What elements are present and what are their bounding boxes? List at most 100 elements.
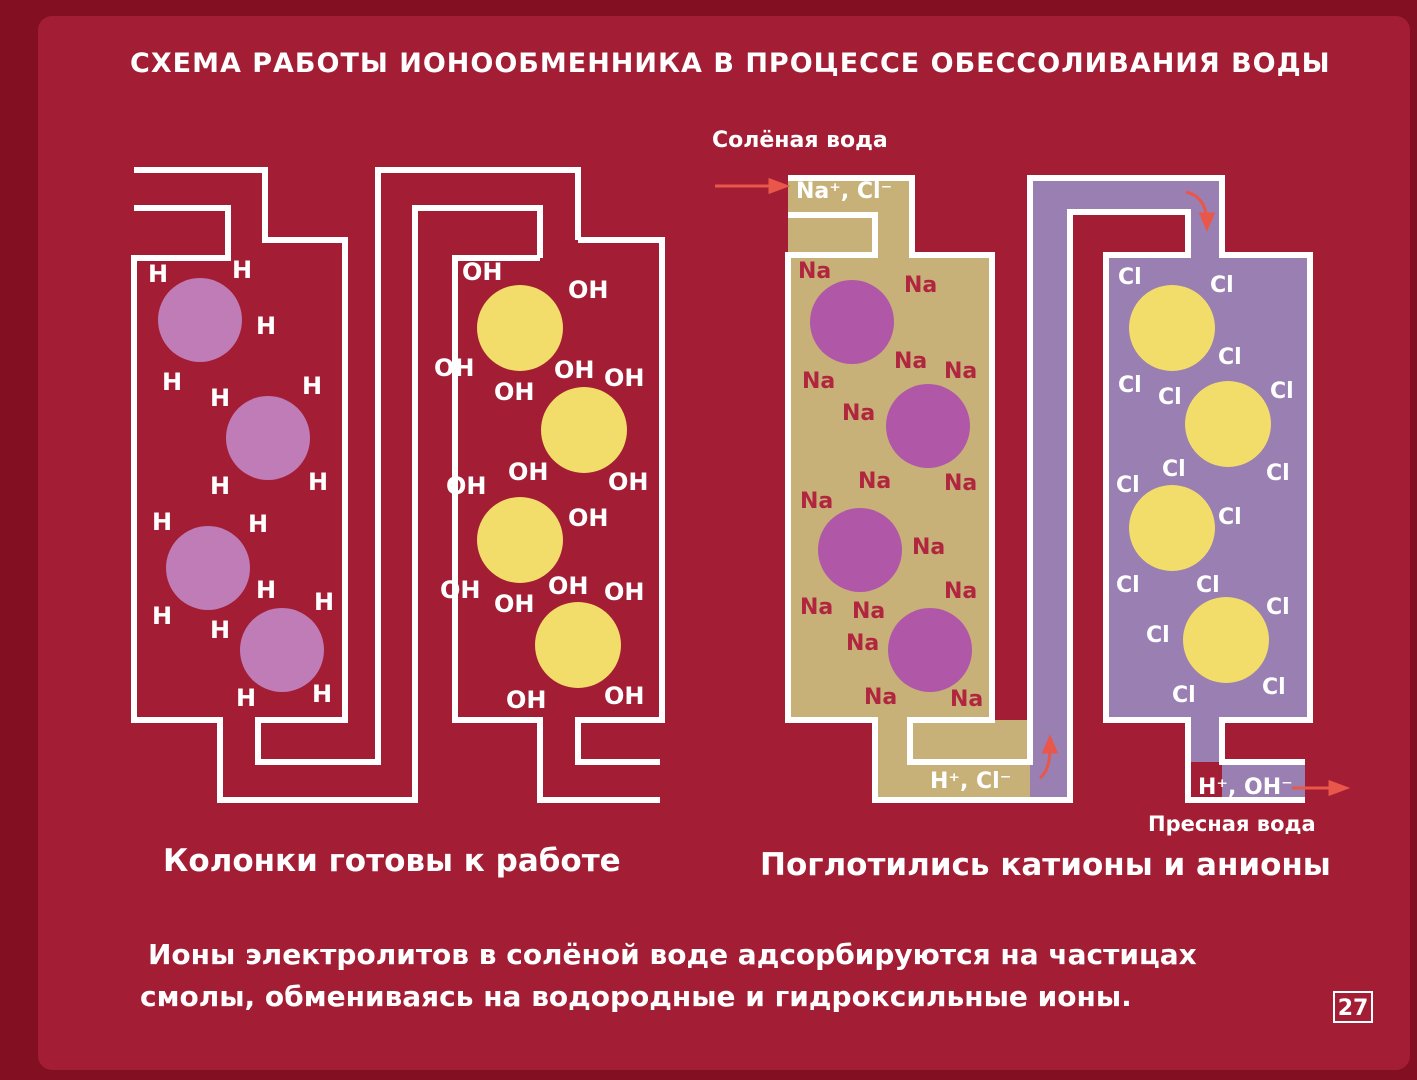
cation-resin-particle	[226, 396, 310, 480]
chlorine-ion-label: Cl	[1196, 573, 1220, 598]
hydrogen-ion-label: H	[256, 576, 276, 604]
chlorine-ion-label: Cl	[1262, 675, 1286, 700]
sodium-ion-label: Na	[912, 535, 945, 560]
loaded-anion-resin-particle	[1129, 485, 1215, 571]
hydrogen-ion-label: H	[210, 384, 230, 412]
hydrogen-ion-label: H	[302, 372, 322, 400]
cation-resin-particle	[158, 278, 242, 362]
hydrogen-ion-label: H	[162, 368, 182, 396]
anion-resin-particle	[477, 497, 563, 583]
slide-number: 27	[1333, 991, 1373, 1023]
sodium-ion-label: Na	[842, 401, 875, 426]
hydroxyl-ion-label: OH	[494, 590, 535, 618]
sodium-ion-label: Na	[846, 631, 879, 656]
sodium-ion-label: Na	[798, 259, 831, 284]
hydrogen-ion-label: H	[236, 684, 256, 712]
chlorine-ion-label: Cl	[1146, 623, 1170, 648]
loaded-anion-resin-particle	[1183, 597, 1269, 683]
hydrogen-ion-label: H	[152, 508, 172, 536]
hydroxyl-ion-label: OH	[446, 472, 487, 500]
inlet-arrow-head	[768, 177, 791, 195]
cation-resin-particle	[240, 608, 324, 692]
hydroxyl-ion-label: OH	[608, 468, 649, 496]
hydroxyl-ion-label: OH	[604, 682, 645, 710]
sodium-ion-label: Na	[864, 685, 897, 710]
hydrogen-ion-label: H	[232, 256, 252, 284]
hydroxyl-ion-label: OH	[604, 578, 645, 606]
outlet-ions-label: H⁺, OH⁻	[1198, 775, 1293, 800]
chlorine-ion-label: Cl	[1116, 473, 1140, 498]
loaded-anion-resin-particle	[1185, 381, 1271, 467]
left-anion-column-outer	[575, 237, 665, 765]
hydrogen-ion-label: H	[312, 680, 332, 708]
anion-resin-particle	[535, 602, 621, 688]
hydroxyl-ion-label: OH	[494, 378, 535, 406]
hydroxyl-ion-label: OH	[462, 258, 503, 286]
left-anion-column-inner	[452, 255, 660, 803]
middle-ions-label: H⁺, Cl⁻	[930, 769, 1011, 794]
hydroxyl-ion-label: OH	[554, 356, 595, 384]
loaded-cation-resin-particle	[886, 384, 970, 468]
chlorine-ion-label: Cl	[1270, 379, 1294, 404]
right-cation-column-inner	[785, 209, 1305, 803]
chlorine-ion-label: Cl	[1118, 373, 1142, 398]
anion-resin-particle	[477, 285, 563, 371]
sodium-ion-label: Na	[944, 359, 977, 384]
right-system	[785, 175, 1313, 803]
body-text-line-1: Ионы электролитов в солёной воде адсорби…	[148, 938, 1197, 971]
caption-left: Колонки готовы к работе	[163, 843, 621, 879]
sodium-ion-label: Na	[852, 599, 885, 624]
chlorine-ion-label: Cl	[1210, 273, 1234, 298]
right-cation-column-outer	[788, 175, 1313, 765]
sodium-ion-label: Na	[858, 469, 891, 494]
left-cation-column-inner	[131, 205, 543, 803]
hydrogen-ion-label: H	[152, 602, 172, 630]
sodium-ion-label: Na	[944, 471, 977, 496]
chlorine-ion-label: Cl	[1118, 265, 1142, 290]
transfer-arrow-head	[1041, 734, 1059, 754]
inlet-label: Солёная вода	[712, 128, 888, 153]
anion-resin-particle	[541, 387, 627, 473]
hydrogen-ion-label: H	[248, 510, 268, 538]
hydroxyl-ion-label: OH	[434, 354, 475, 382]
chlorine-ion-label: Cl	[1266, 595, 1290, 620]
hydroxyl-ion-label: OH	[440, 576, 481, 604]
resin-particles	[158, 278, 1271, 692]
down-arrow-head	[1198, 212, 1216, 232]
chlorine-ion-label: Cl	[1162, 457, 1186, 482]
hydrogen-ion-label: H	[210, 616, 230, 644]
hydroxyl-ion-label: OH	[568, 504, 609, 532]
hydroxyl-ion-label: OH	[568, 276, 609, 304]
cation-resin-particle	[166, 526, 250, 610]
hydrogen-ion-label: H	[210, 472, 230, 500]
inlet-ions-label: Na⁺, Cl⁻	[796, 179, 892, 204]
hydrogen-ion-label: H	[148, 260, 168, 288]
outlet-arrow-head	[1328, 779, 1351, 797]
flow-arrows	[715, 177, 1351, 797]
hydrogen-ion-label: H	[308, 468, 328, 496]
hydrogen-ion-label: H	[314, 588, 334, 616]
chlorine-ion-label: Cl	[1116, 573, 1140, 598]
chlorine-ion-label: Cl	[1218, 505, 1242, 530]
hydroxyl-ion-label: OH	[508, 458, 549, 486]
sodium-ion-label: Na	[802, 369, 835, 394]
left-cation-column-outer	[134, 167, 581, 765]
chlorine-ion-label: Cl	[1218, 345, 1242, 370]
sodium-ion-label: Na	[944, 579, 977, 604]
body-text-line-2: смолы, обмениваясь на водородные и гидро…	[140, 980, 1132, 1013]
diagram-title: СХЕМА РАБОТЫ ИОНООБМЕННИКА В ПРОЦЕССЕ ОБ…	[130, 48, 1331, 79]
chlorine-ion-label: Cl	[1172, 683, 1196, 708]
loaded-cation-resin-particle	[810, 280, 894, 364]
hydroxyl-ion-label: OH	[604, 364, 645, 392]
hydroxyl-ion-label: OH	[506, 686, 547, 714]
sodium-ion-label: Na	[800, 489, 833, 514]
outlet-label: Пресная вода	[1148, 812, 1316, 836]
chlorine-ion-label: Cl	[1158, 385, 1182, 410]
sodium-ion-label: Na	[894, 349, 927, 374]
sodium-ion-label: Na	[904, 273, 937, 298]
chlorine-ion-label: Cl	[1266, 461, 1290, 486]
sodium-ion-label: Na	[800, 595, 833, 620]
